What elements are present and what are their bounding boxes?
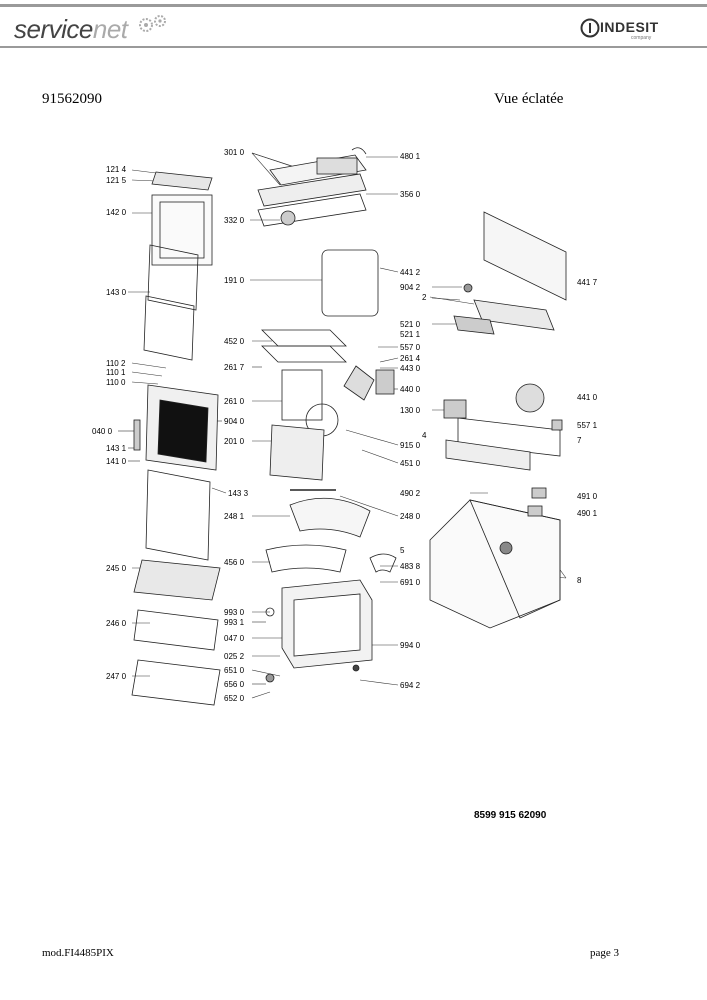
part-label: 452 0	[224, 337, 245, 346]
part-label: 141 0	[106, 457, 127, 466]
part-label: 651 0	[224, 666, 245, 675]
door-parts	[131, 171, 221, 706]
control-panel-parts	[257, 147, 367, 227]
part-label: 490 2	[400, 489, 421, 498]
header-rule-bottom	[0, 46, 707, 48]
part-label: 4	[422, 431, 427, 440]
part-label: 025 2	[224, 652, 245, 661]
part-label: 490 1	[577, 509, 598, 518]
part-label: 521 1	[400, 330, 421, 339]
servicenet-logo: servicenet	[14, 14, 128, 44]
document-code: 8599 915 62090	[474, 810, 547, 821]
oven-internal-parts	[261, 249, 397, 683]
part-label: 201 0	[224, 437, 245, 446]
part-label: 656 0	[224, 680, 245, 689]
part-label: 993 1	[224, 618, 245, 627]
part-label: 301 0	[224, 148, 245, 157]
part-label: 483 8	[400, 562, 421, 571]
part-label: 7	[577, 436, 582, 445]
page-number: page 3	[590, 947, 620, 959]
part-label: 2	[422, 293, 427, 302]
part-label: 047 0	[224, 634, 245, 643]
document-number: 91562090	[42, 91, 102, 107]
gears-icon	[139, 15, 166, 32]
part-label: 110 1	[106, 368, 126, 377]
part-label: 440 0	[400, 385, 421, 394]
part-label: 130 0	[400, 406, 421, 415]
part-label: 691 0	[400, 578, 421, 587]
part-label: 142 0	[106, 208, 127, 217]
part-label: 110 2	[106, 359, 126, 368]
part-label: 451 0	[400, 459, 421, 468]
part-label: 5	[400, 546, 405, 555]
part-label: 143 0	[106, 288, 127, 297]
page-header: servicenet INDESIT company	[0, 0, 707, 52]
part-label: 441 2	[400, 268, 421, 277]
part-label: 915 0	[400, 441, 421, 450]
part-label: 121 4	[106, 165, 127, 174]
part-label: 356 0	[400, 190, 421, 199]
part-label: 040 0	[92, 427, 113, 436]
header-rule-top	[0, 4, 707, 7]
part-label: 247 0	[106, 672, 127, 681]
indesit-logo-icon	[580, 18, 600, 38]
part-label: 694 2	[400, 681, 421, 690]
part-label: 441 7	[577, 278, 598, 287]
part-label: 245 0	[106, 564, 127, 573]
part-label: 246 0	[106, 619, 127, 628]
part-label: 480 1	[400, 152, 421, 161]
part-label: 110 0	[106, 378, 126, 387]
part-label: 261 4	[400, 354, 421, 363]
part-label: 521 0	[400, 320, 421, 329]
part-label: 261 0	[224, 397, 245, 406]
exploded-view-diagram: 301 0 480 1 121 4 121 5 356 0 142 0 332 …	[92, 147, 598, 706]
part-label: 191 0	[224, 276, 245, 285]
part-label: 121 5	[106, 176, 127, 185]
part-label: 557 0	[400, 343, 421, 352]
indesit-logo-text: INDESIT	[600, 19, 659, 35]
part-label: 143 1	[106, 444, 127, 453]
part-label: 248 0	[400, 512, 421, 521]
part-label: 652 0	[224, 694, 245, 703]
part-label: 443 0	[400, 364, 421, 373]
part-label: 261 7	[224, 363, 245, 372]
part-label: 332 0	[224, 216, 245, 225]
part-label: 456 0	[224, 558, 245, 567]
cabinet-parts	[429, 211, 567, 629]
part-label: 557 1	[577, 421, 598, 430]
part-label: 993 0	[224, 608, 245, 617]
part-label: 904 0	[224, 417, 245, 426]
indesit-logo-subtext: company	[631, 35, 652, 41]
model-number: mod.FI4485PIX	[42, 947, 114, 959]
part-label: 441 0	[577, 393, 598, 402]
part-label: 491 0	[577, 492, 598, 501]
part-label: 248 1	[224, 512, 245, 521]
part-label: 994 0	[400, 641, 421, 650]
part-label: 143 3	[228, 489, 249, 498]
part-label: 8	[577, 576, 582, 585]
part-labels: 301 0 480 1 121 4 121 5 356 0 142 0 332 …	[92, 148, 598, 703]
part-label: 904 2	[400, 283, 421, 292]
view-title: Vue éclatée	[494, 91, 564, 107]
